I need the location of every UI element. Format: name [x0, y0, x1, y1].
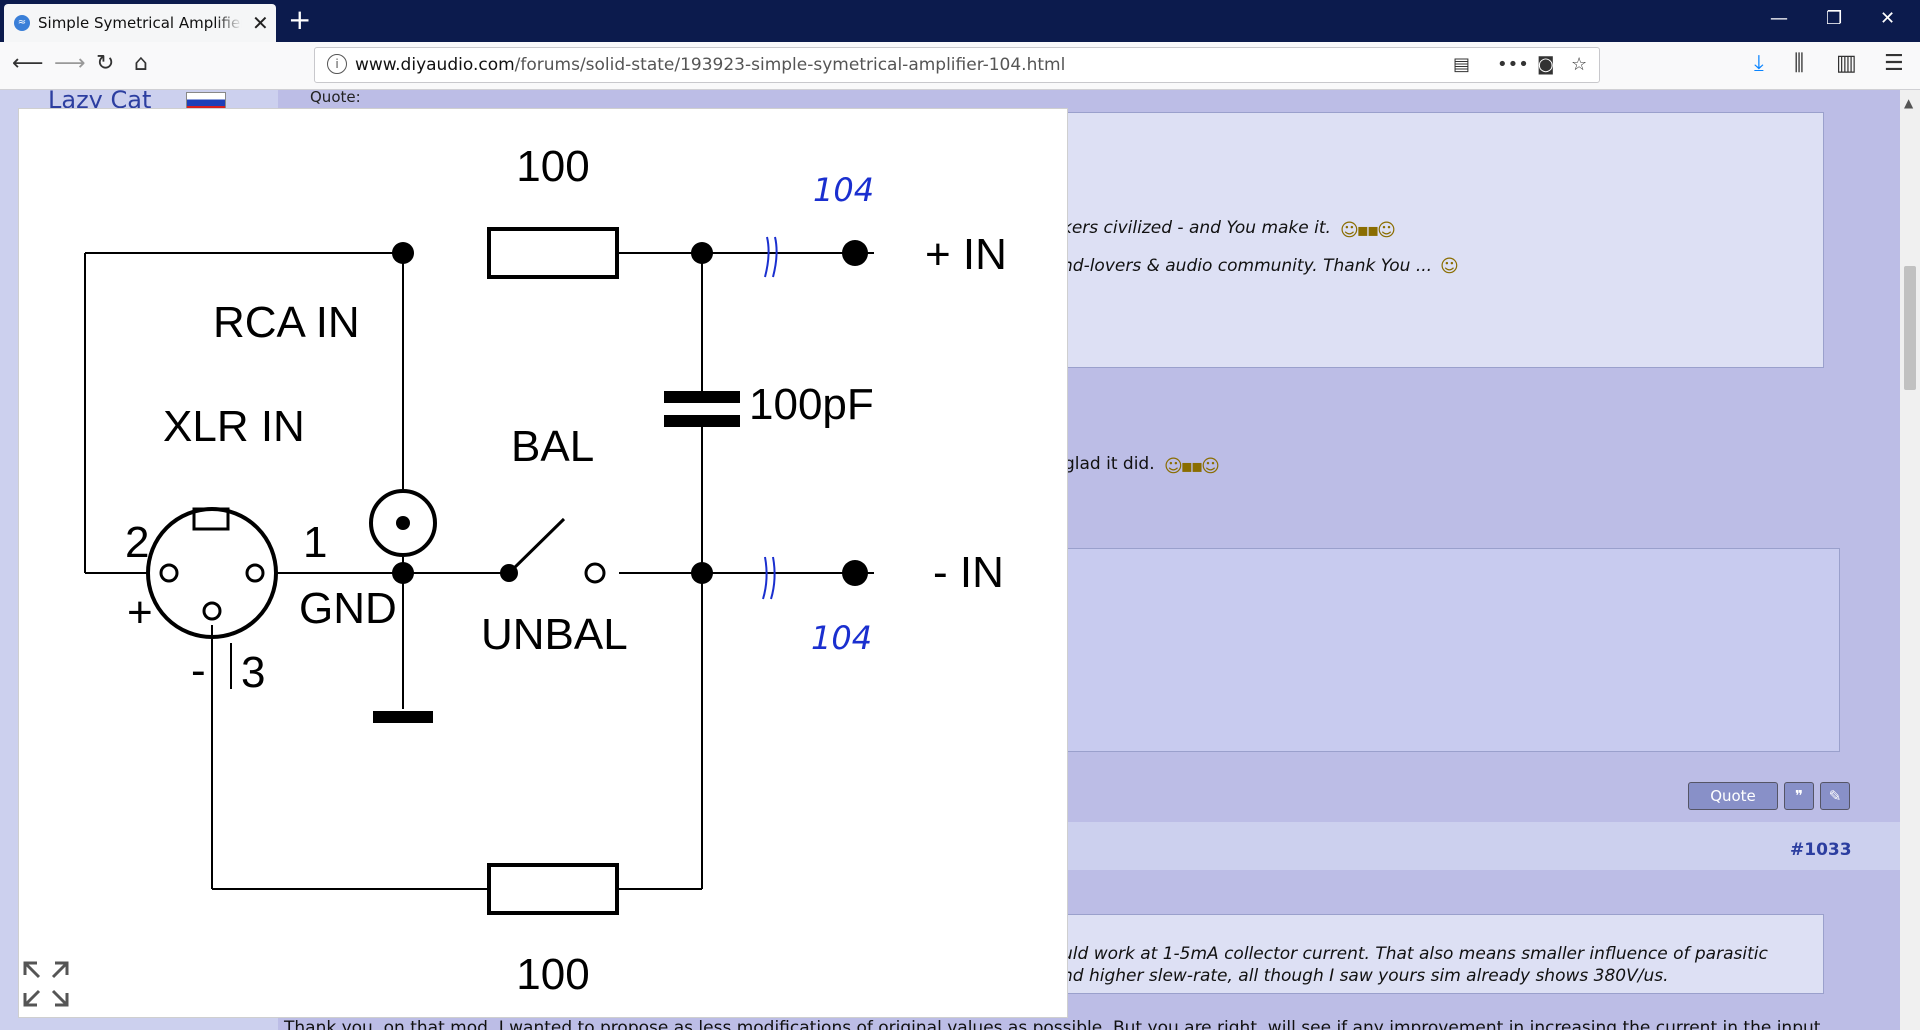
new-tab-button[interactable]: +	[288, 3, 312, 36]
expand-image-icon[interactable]	[21, 959, 71, 1009]
page-actions-icon[interactable]: •••	[1497, 54, 1529, 75]
pin-1-label: 1	[303, 518, 327, 567]
sidebar-icon[interactable]: ▥	[1836, 51, 1857, 76]
beer-smiley-icon: ☺▪▪☺	[1340, 220, 1396, 241]
minimize-icon[interactable]: —	[1770, 8, 1788, 29]
title-bar: ≈ Simple Symetrical Amplifier - P ✕ + — …	[0, 0, 1920, 42]
close-window-icon[interactable]: ✕	[1880, 8, 1896, 29]
address-bar[interactable]: i www.diyaudio.com/forums/solid-state/19…	[314, 47, 1600, 83]
pocket-icon[interactable]: ◙	[1537, 54, 1555, 75]
post-text: Thank you, on that mod, I wanted to prop…	[284, 1018, 1821, 1030]
downloads-icon[interactable]: ⤓	[1754, 51, 1764, 76]
library-icon[interactable]: ⫼	[1794, 51, 1805, 76]
handwritten-note-top: 104	[813, 171, 874, 209]
pin-3-label: 3	[241, 648, 265, 697]
pin-2-label: 2	[125, 518, 149, 567]
resistor-bottom-label: 100	[516, 950, 589, 999]
xlr-in-label: XLR IN	[163, 402, 305, 451]
plus-in-label: + IN	[925, 230, 1007, 279]
tab-title: Simple Symetrical Amplifier - P	[38, 14, 242, 32]
quick-reply-icon[interactable]: ✎	[1820, 782, 1850, 810]
back-icon[interactable]: ⟵	[12, 51, 44, 76]
smiley-icon: ☺	[1440, 256, 1459, 277]
schematic-image: 100 100 + IN - IN RCA IN XLR IN 100pF BA…	[84, 142, 1007, 999]
unbal-label: UNBAL	[481, 610, 628, 659]
browser-tab[interactable]: ≈ Simple Symetrical Amplifier - P ✕	[4, 4, 276, 42]
post-number-link[interactable]: #1033	[1790, 840, 1852, 860]
quote-line: kers civilized - and You make it.	[1062, 218, 1331, 238]
page-scrollbar[interactable]: ▲	[1900, 90, 1920, 1030]
restore-icon[interactable]: ❐	[1826, 8, 1843, 29]
home-icon[interactable]: ⌂	[134, 51, 148, 76]
reader-view-icon[interactable]: ▤	[1453, 54, 1471, 75]
site-info-icon[interactable]: i	[327, 54, 347, 74]
quote-label: Quote:	[310, 90, 361, 106]
nav-toolbar: ⟵ ⟶ ↻ ⌂ i www.diyaudio.com/forums/solid-…	[0, 42, 1920, 90]
handwritten-note-bottom: 104	[811, 619, 872, 657]
bookmark-star-icon[interactable]: ☆	[1571, 54, 1588, 75]
quote-line: nd higher slew-rate, all though I saw yo…	[1062, 966, 1669, 986]
scrollbar-thumb[interactable]	[1904, 266, 1916, 390]
beer-smiley-icon: ☺▪▪☺	[1164, 456, 1220, 477]
url-path: /forums/solid-state/193923-simple-symetr…	[514, 55, 1066, 75]
capacitor-label: 100pF	[749, 380, 874, 429]
reload-icon[interactable]: ↻	[96, 51, 115, 76]
image-lightbox[interactable]: 100 100 + IN - IN RCA IN XLR IN 100pF BA…	[18, 108, 1068, 1018]
forward-icon[interactable]: ⟶	[54, 51, 86, 76]
bal-label: BAL	[511, 422, 594, 471]
resistor-top-label: 100	[516, 142, 589, 191]
url-domain: www.diyaudio.com	[355, 55, 515, 75]
site-favicon-icon: ≈	[14, 15, 30, 31]
multi-quote-icon[interactable]: ❞	[1784, 782, 1814, 810]
menu-icon[interactable]: ☰	[1884, 51, 1904, 76]
scroll-up-icon[interactable]: ▲	[1904, 96, 1914, 110]
plus-label: +	[127, 588, 153, 637]
url-text[interactable]: www.diyaudio.com/forums/solid-state/1939…	[355, 55, 1065, 75]
quote-button[interactable]: Quote	[1688, 782, 1778, 810]
quote-line: nd-lovers & audio community. Thank You .…	[1062, 256, 1433, 276]
gnd-label: GND	[299, 584, 397, 633]
quote-line: uld work at 1-5mA collector current. Tha…	[1062, 944, 1768, 964]
minus-label: -	[191, 646, 206, 695]
minus-in-label: - IN	[933, 548, 1004, 597]
post-text: glad it did.	[1064, 454, 1155, 474]
close-tab-icon[interactable]: ✕	[252, 11, 269, 35]
rca-in-label: RCA IN	[213, 298, 360, 347]
